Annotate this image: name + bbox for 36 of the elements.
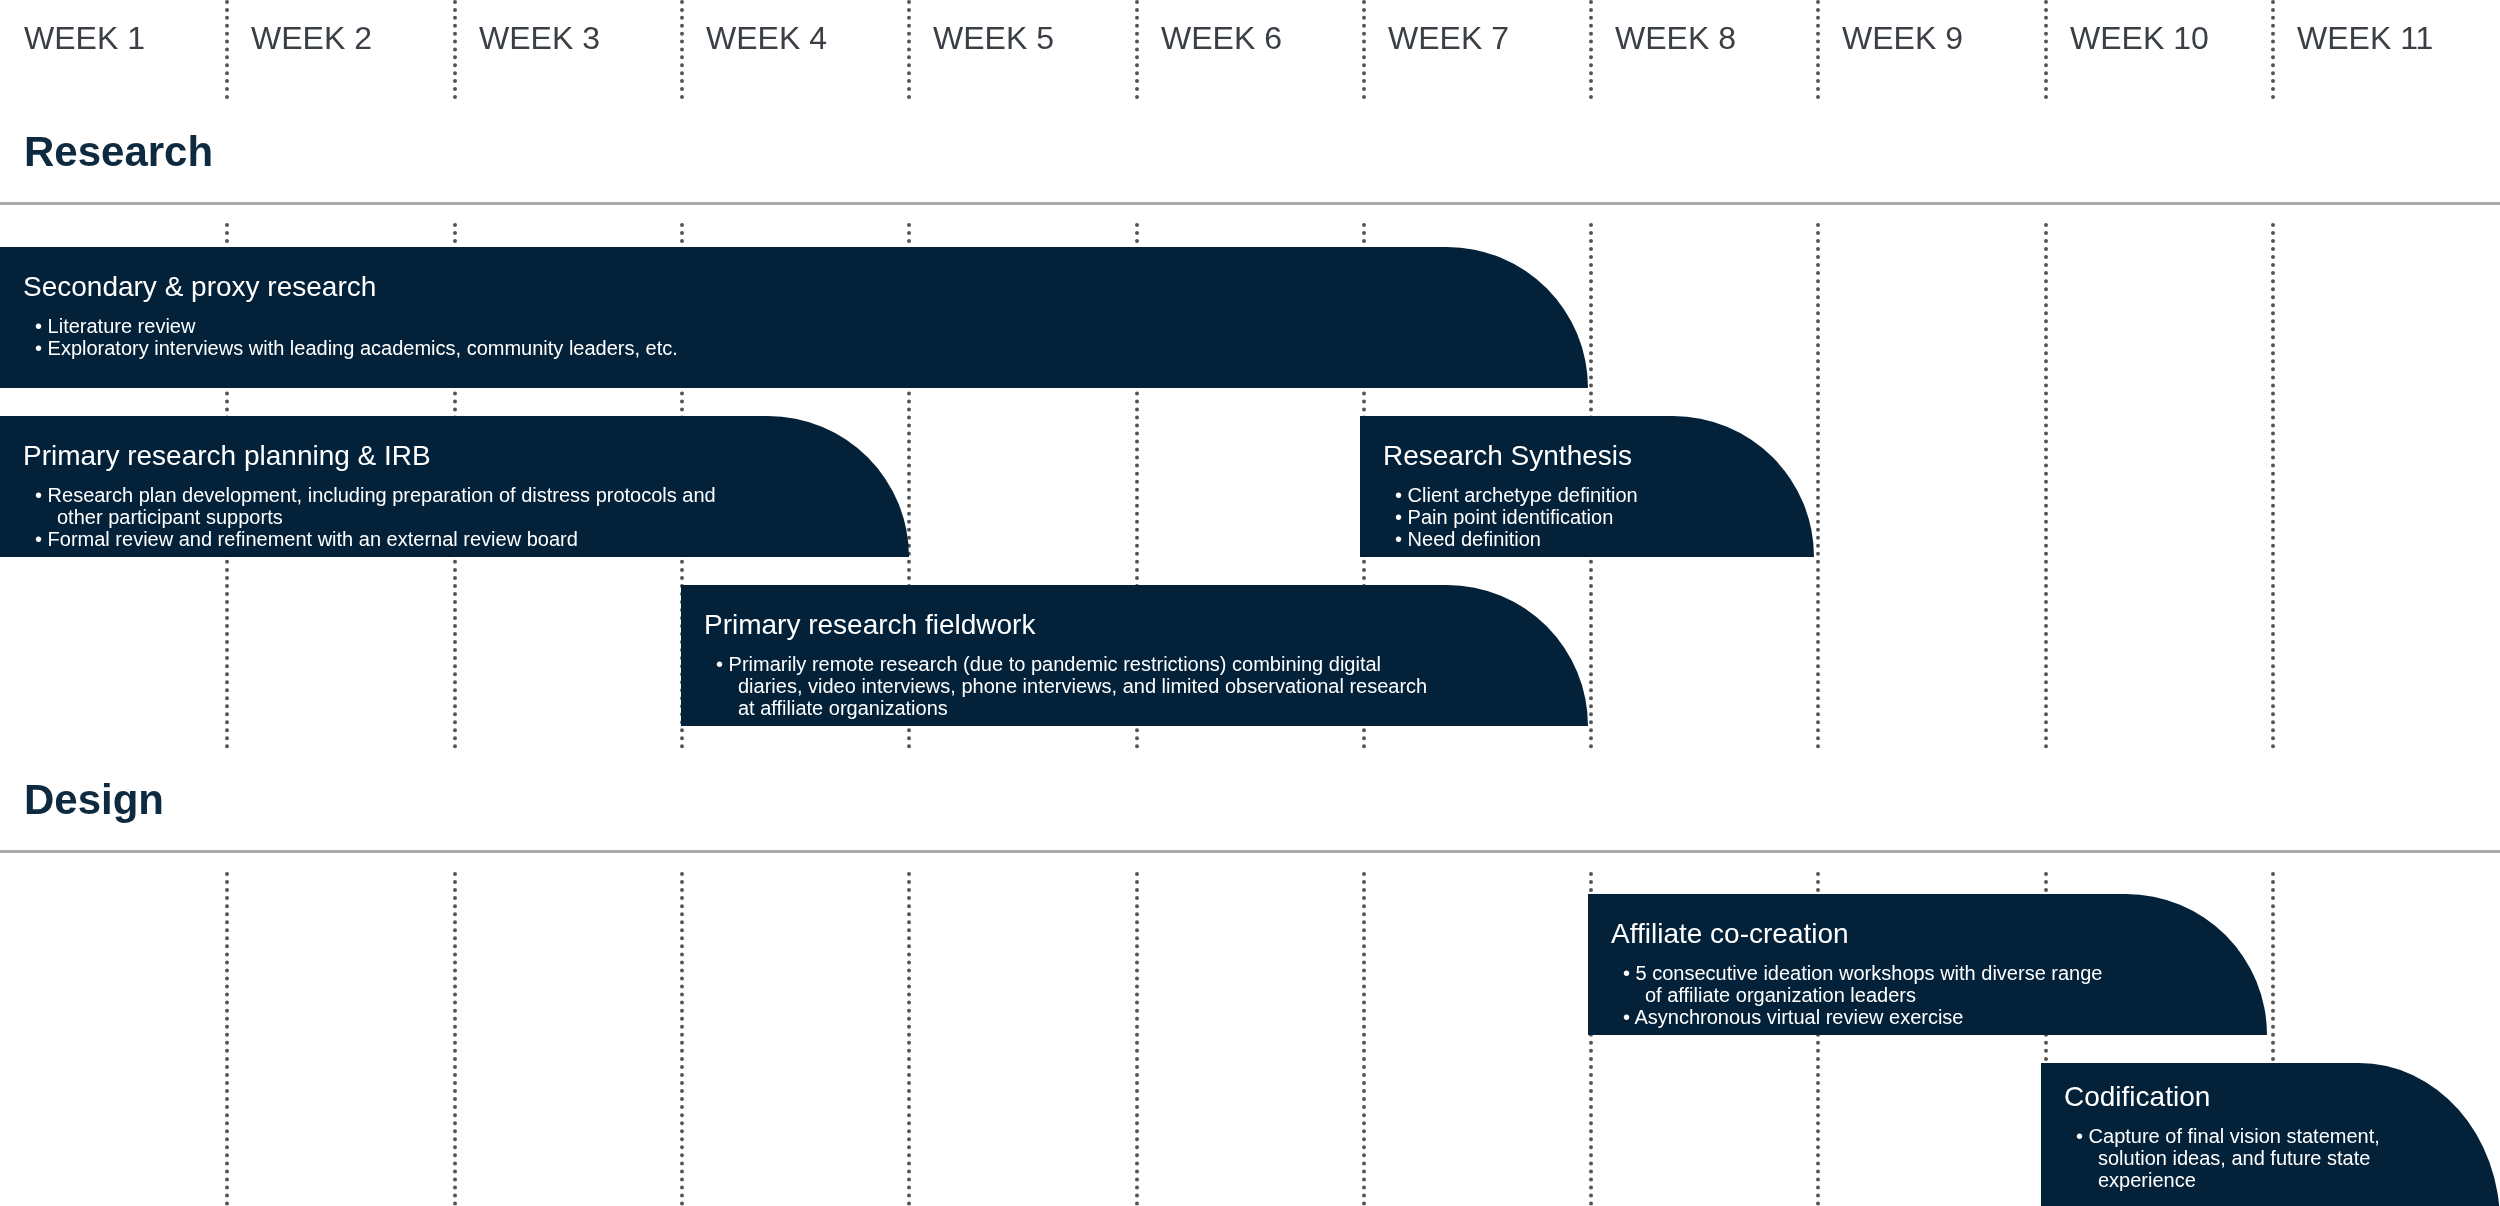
section-heading: Research <box>24 128 214 176</box>
task-title: Affiliate co-creation <box>1611 918 1849 950</box>
task-bar <box>1360 416 1814 557</box>
bullet-item: • Exploratory interviews with leading academics, community leaders, etc. <box>35 337 679 359</box>
section-heading: Design <box>24 776 165 824</box>
week-label: WEEK 2 <box>251 20 372 57</box>
week-label: WEEK 10 <box>2070 20 2209 57</box>
task-bar <box>681 585 1588 726</box>
week-label: WEEK 6 <box>1161 20 1282 57</box>
bullet-item: • 5 consecutive ideation workshops with diverse range of affiliate organization leaders <box>1623 962 2104 1006</box>
task-title: Primary research fieldwork <box>704 609 1036 641</box>
task-title: Codification <box>2064 1081 2211 1113</box>
bullet-item: • Literature review <box>35 315 197 337</box>
task-title: Secondary & proxy research <box>23 271 377 303</box>
bullet-item: • Capture of final vision statement, solution ideas, and future state experience <box>2076 1125 2381 1191</box>
week-label: WEEK 5 <box>933 20 1054 57</box>
week-label: WEEK 8 <box>1615 20 1736 57</box>
week-label: WEEK 7 <box>1388 20 1509 57</box>
week-label: WEEK 11 <box>2297 20 2434 57</box>
bullet-item: • Research plan development, including preparation of distress protocols and other participant supports <box>35 484 717 528</box>
task-title: Research Synthesis <box>1383 440 1632 472</box>
week-label: WEEK 3 <box>479 20 600 57</box>
task-title: Primary research planning & IRB <box>23 440 431 472</box>
bullet-item: • Formal review and refinement with an external review board <box>35 528 579 550</box>
week-label: WEEK 1 <box>24 20 145 57</box>
task-bar <box>1588 894 2267 1035</box>
bullet-item: • Asynchronous virtual review exercise <box>1623 1006 1965 1028</box>
task-bar <box>2041 1063 2500 1206</box>
week-label: WEEK 4 <box>706 20 827 57</box>
bullet-item: • Client archetype definition <box>1395 484 1639 506</box>
bullet-item: • Primarily remote research (due to pandemic restrictions) combining digital diaries, video interviews, phone interviews, and limited observational research at affiliate organizations <box>716 653 1428 719</box>
bullet-item: • Need definition <box>1395 528 1542 550</box>
task-bar <box>0 416 909 557</box>
bullet-item: • Pain point identification <box>1395 506 1615 528</box>
week-label: WEEK 9 <box>1842 20 1963 57</box>
task-bar <box>0 247 1588 388</box>
